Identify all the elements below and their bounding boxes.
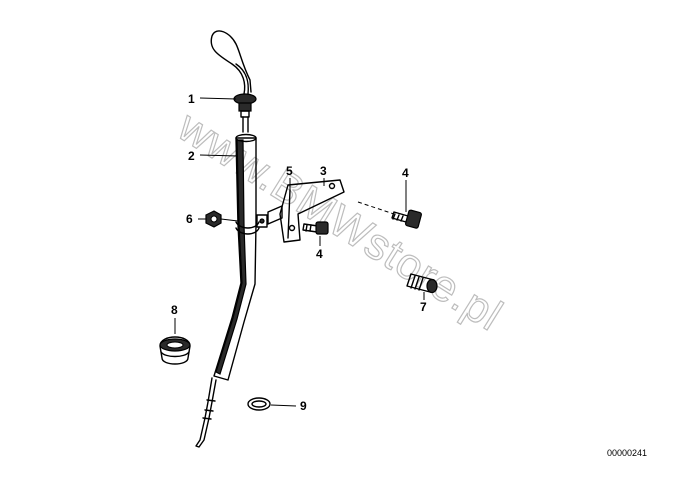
nut [205, 210, 222, 228]
gasket [247, 397, 271, 411]
dipstick-handle [210, 30, 257, 133]
callout-7: 7 [420, 300, 427, 314]
dipstick-guide-tube [213, 133, 268, 381]
callout-3: 3 [320, 164, 327, 178]
grommet [159, 336, 191, 365]
bracket [267, 179, 345, 243]
stud [406, 273, 438, 294]
callout-4-lower: 4 [316, 247, 323, 261]
bolt-lower [302, 221, 329, 235]
leader-lines [174, 97, 425, 407]
callout-6: 6 [186, 212, 193, 226]
callout-2: 2 [188, 149, 195, 163]
callout-9: 9 [300, 399, 307, 413]
dipstick-rod [195, 377, 217, 448]
bolt-upper [391, 209, 422, 229]
callout-5: 5 [286, 164, 293, 178]
callout-8: 8 [171, 303, 178, 317]
callout-1: 1 [188, 92, 195, 106]
callout-4-upper: 4 [402, 166, 409, 180]
callout-labels: 1 2 3 4 4 5 6 7 8 9 [171, 92, 427, 413]
diagram-reference-number: 00000241 [607, 448, 647, 458]
